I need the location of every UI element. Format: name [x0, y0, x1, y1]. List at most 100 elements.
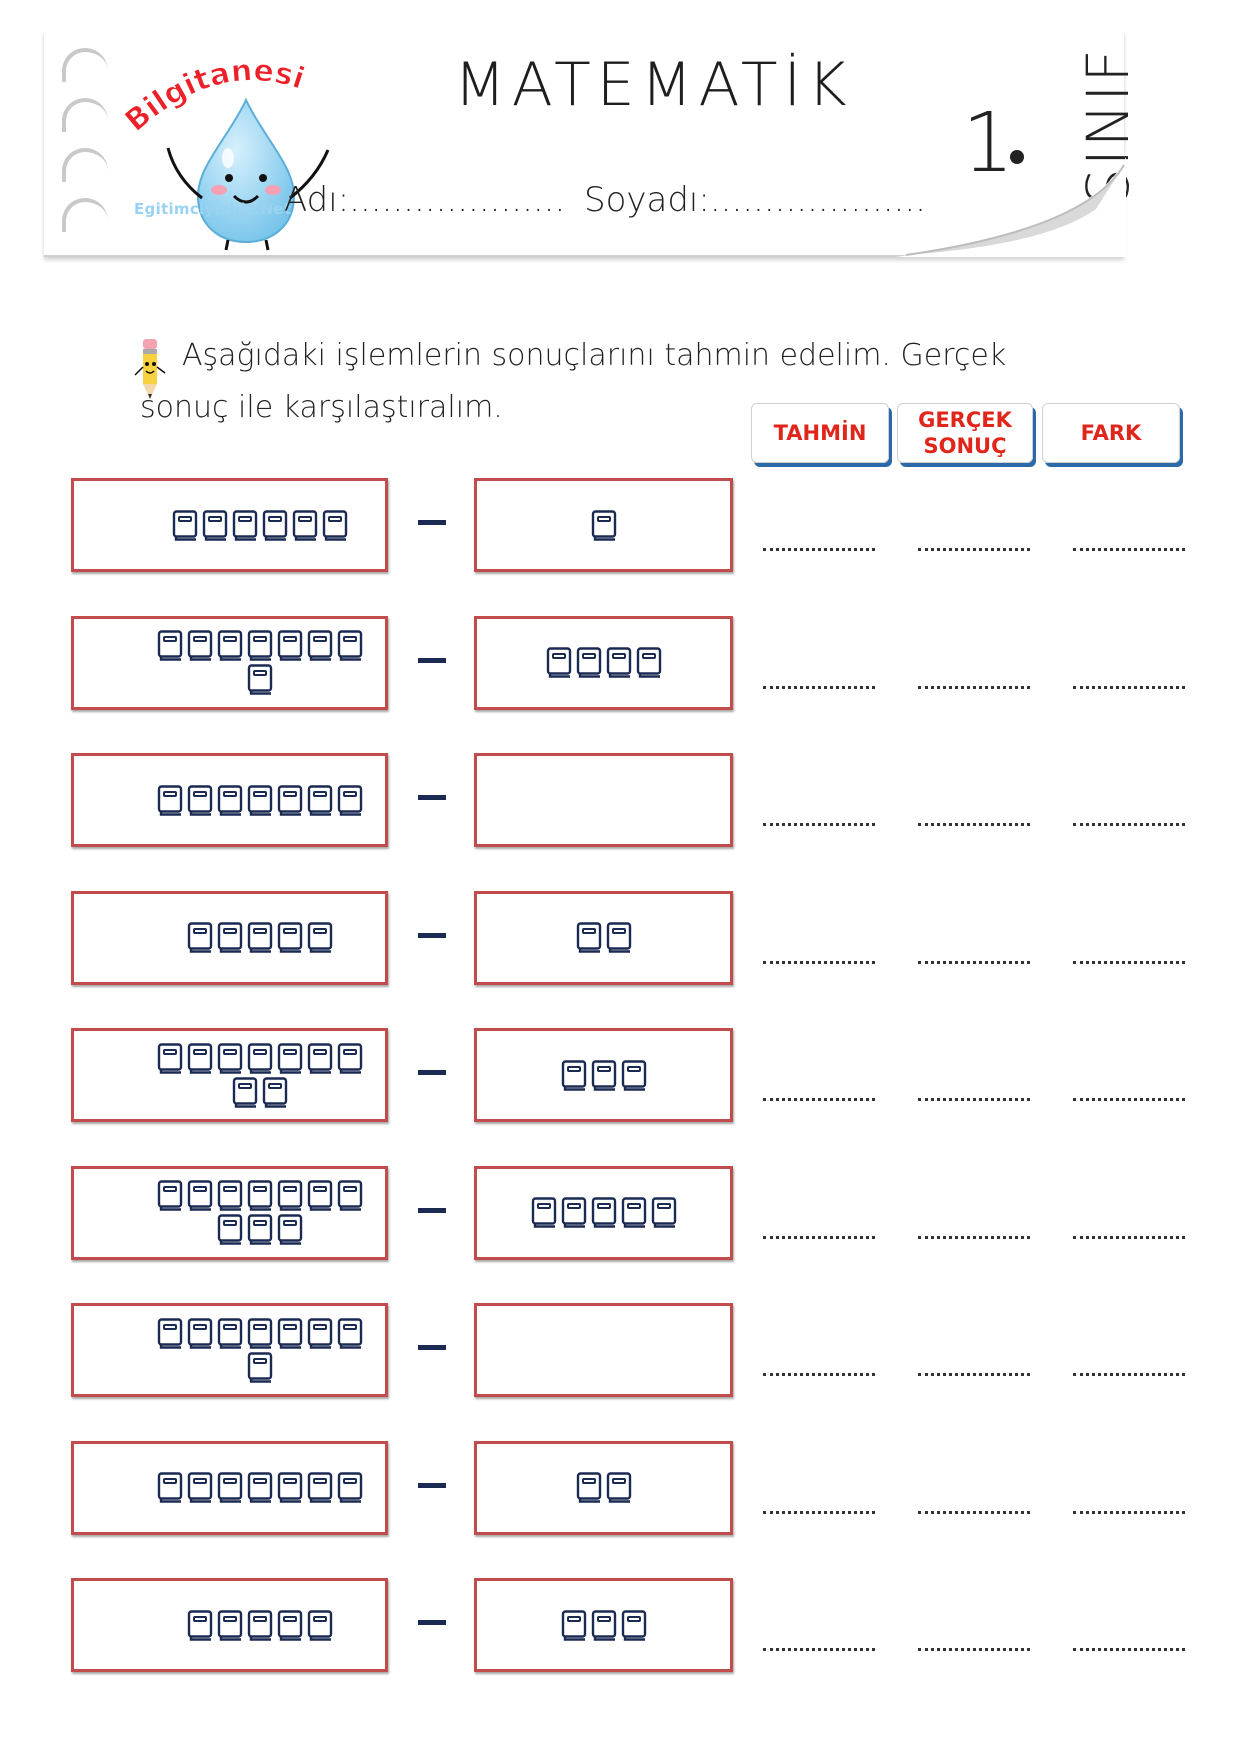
estimate-answer-line[interactable] — [763, 960, 875, 964]
page-curl — [896, 157, 1126, 257]
subtrahend-box — [474, 753, 733, 847]
book-icon — [187, 1180, 212, 1211]
book-row — [576, 922, 632, 953]
difference-line[interactable] — [1073, 1648, 1185, 1651]
minuend-box — [71, 1578, 388, 1672]
book-icon — [217, 630, 242, 661]
name-field[interactable]: Adı:.................... — [284, 180, 566, 220]
book-icon — [337, 1472, 362, 1503]
book-row — [187, 1609, 333, 1641]
difference-line[interactable] — [1073, 548, 1185, 551]
book-icon — [217, 1180, 242, 1211]
estimate-answer-line[interactable] — [763, 823, 875, 826]
exercise-row — [0, 1303, 1240, 1397]
exercise-row — [0, 1440, 1240, 1535]
book-icon — [232, 509, 257, 541]
book-icon — [247, 1351, 272, 1383]
book-icon — [591, 1059, 616, 1091]
estimate-answer-line[interactable] — [763, 685, 875, 689]
difference-line[interactable] — [1073, 1373, 1185, 1376]
surname-field[interactable]: Soyadı:.................... — [584, 180, 926, 220]
subtrahend-box — [474, 1578, 733, 1672]
difference-line[interactable] — [1073, 1235, 1185, 1239]
binder-rings — [62, 48, 112, 248]
book-icon — [247, 630, 272, 661]
book-group — [127, 922, 333, 953]
actual-result-line[interactable] — [918, 1510, 1030, 1514]
book-group — [97, 1317, 363, 1383]
estimate-answer-line[interactable] — [763, 1373, 875, 1376]
actual-result-line[interactable] — [918, 548, 1030, 551]
estimate-answer-line[interactable] — [763, 1235, 875, 1239]
book-icon — [172, 509, 197, 541]
actual-result-line[interactable] — [918, 1373, 1030, 1376]
book-icon — [262, 1076, 287, 1108]
book-icon — [247, 664, 272, 695]
worksheet-header: Bilgitanesi Egitimciyizbiz.Net MATEMATİK… — [44, 30, 1142, 257]
book-row — [247, 1351, 273, 1383]
instruction-text: Aşağıdaki işlemlerin sonuçlarını tahmin … — [140, 338, 1007, 425]
actual-result-line[interactable] — [918, 823, 1030, 826]
book-icon — [307, 784, 332, 816]
book-icon — [277, 922, 302, 953]
book-icon — [337, 1042, 362, 1074]
actual-result-line[interactable] — [918, 1235, 1030, 1239]
book-icon — [247, 784, 272, 816]
book-group — [546, 647, 662, 678]
book-icon — [561, 1197, 586, 1228]
book-icon — [636, 647, 661, 678]
book-icon — [606, 1472, 631, 1503]
page-title: MATEMATİK — [454, 50, 853, 120]
subtrahend-box — [474, 890, 733, 985]
minuend-box — [71, 890, 388, 985]
site-watermark: Egitimciyizbiz.Net — [134, 200, 292, 218]
estimate-answer-line[interactable] — [763, 548, 875, 551]
binder-ring-icon — [62, 148, 108, 182]
water-drop-logo: Bilgitanesi — [118, 53, 330, 251]
actual-result-line[interactable] — [918, 685, 1030, 689]
minus-sign — [418, 657, 446, 663]
book-icon — [277, 1042, 302, 1074]
book-row — [157, 784, 363, 816]
subtrahend-box — [474, 478, 733, 572]
book-icon — [307, 1180, 332, 1211]
book-group — [97, 1472, 363, 1503]
actual-result-line[interactable] — [918, 960, 1030, 964]
actual-result-line[interactable] — [918, 1098, 1030, 1101]
book-row — [247, 664, 273, 695]
book-group — [97, 1180, 363, 1245]
book-icon — [322, 509, 347, 541]
estimate-answer-line[interactable] — [763, 1648, 875, 1651]
book-icon — [247, 1609, 272, 1641]
minus-sign — [418, 1482, 446, 1488]
book-row — [531, 1197, 677, 1228]
book-icon — [561, 1609, 586, 1641]
book-row — [217, 1214, 303, 1245]
logo-text: Bilgitanesi — [118, 53, 309, 140]
estimate-answer-line[interactable] — [763, 1510, 875, 1514]
actual-result-line[interactable] — [918, 1648, 1030, 1651]
book-icon — [606, 922, 631, 953]
minuend-box — [71, 1440, 388, 1535]
difference-line[interactable] — [1073, 685, 1185, 689]
difference-line[interactable] — [1073, 1510, 1185, 1514]
estimate-answer-line[interactable] — [763, 1098, 875, 1101]
book-icon — [337, 1180, 362, 1211]
difference-line[interactable] — [1073, 1098, 1185, 1101]
book-icon — [277, 630, 302, 661]
difference-line[interactable] — [1073, 823, 1185, 826]
book-icon — [621, 1197, 646, 1228]
book-row — [576, 1472, 632, 1503]
subtrahend-box — [474, 1303, 733, 1397]
exercise-row — [0, 615, 1240, 710]
book-icon — [277, 1214, 302, 1245]
difference-line[interactable] — [1073, 960, 1185, 964]
book-icon — [247, 1317, 272, 1349]
book-icon — [202, 509, 227, 541]
exercise-row — [0, 753, 1240, 847]
book-group — [97, 1042, 363, 1108]
book-icon — [157, 1042, 182, 1074]
book-icon — [621, 1059, 646, 1091]
minuend-box — [71, 615, 388, 710]
book-row — [157, 1472, 363, 1503]
